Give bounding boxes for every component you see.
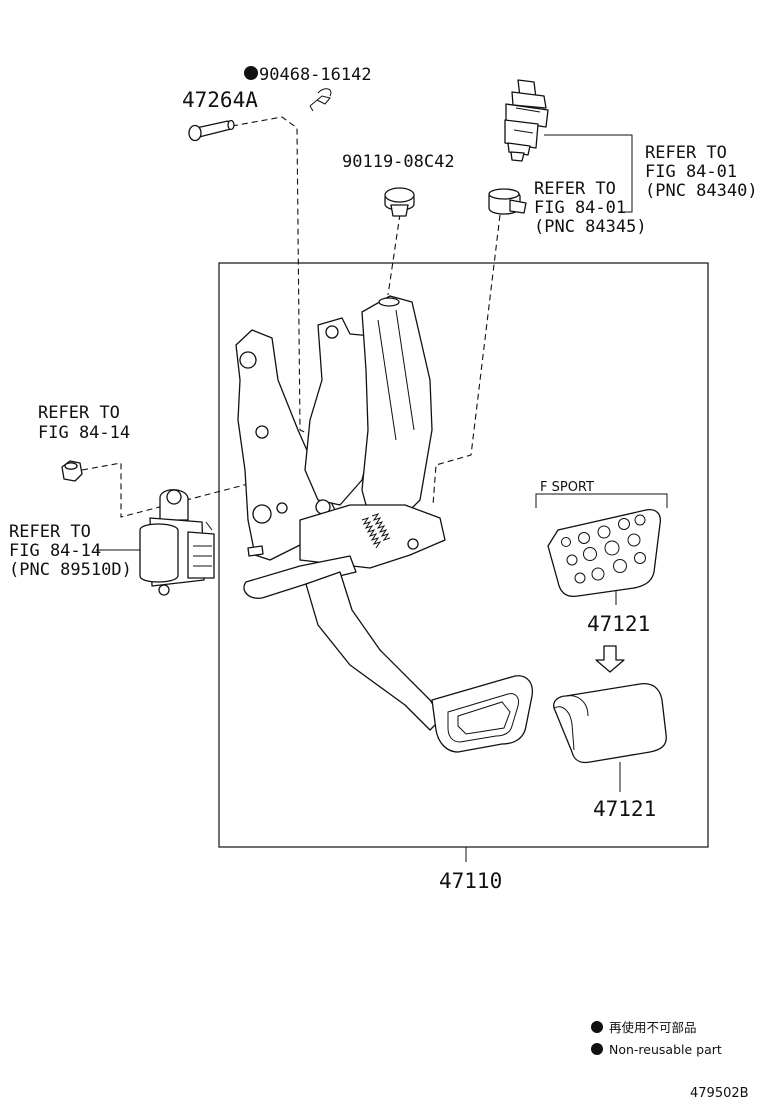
sensor-ref-line3: (PNC 89510D) [9, 560, 132, 580]
pin-part-number: 47264A [182, 88, 258, 112]
switch-ref-line2: FIG 84-01 [645, 162, 737, 182]
legend-marker-en [591, 1043, 603, 1055]
brake-pedal-bracket [235, 295, 534, 753]
stop-lamp-switch [504, 79, 549, 162]
pedal-stroke-sensor [139, 489, 215, 596]
cushion-ref-line2: FIG 84-01 [534, 198, 626, 218]
cushion-ref-line3: (PNC 84345) [534, 217, 647, 237]
standard-pad-part-number: 47121 [593, 797, 656, 821]
legend-marker-jp [591, 1021, 603, 1033]
f-sport-label: F SPORT [540, 480, 594, 495]
sport-pad-part-number: 47121 [587, 612, 650, 636]
nut-ref-line1: REFER TO [38, 403, 120, 423]
switch-cushion [488, 188, 527, 215]
assembly-frame [218, 262, 709, 848]
bushing-part-number: 90119-08C42 [342, 152, 455, 172]
replacement-arrow-icon [595, 645, 625, 673]
nut-ref-line2: FIG 84-14 [38, 423, 130, 443]
clip-nonreusable-marker [244, 66, 258, 80]
f-sport-bracket [535, 493, 668, 508]
sensor-ref-line1: REFER TO [9, 522, 91, 542]
cushion-ref-line1: REFER TO [534, 179, 616, 199]
pedal-bushing [384, 187, 415, 217]
cushion-install-line [432, 214, 501, 506]
retaining-clip [309, 88, 332, 112]
sensor-ref-line2: FIG 84-14 [9, 541, 101, 561]
sport-pedal-pad [547, 508, 662, 598]
sensor-nut [61, 460, 83, 482]
switch-leader [544, 134, 633, 213]
clevis-pin [188, 119, 235, 142]
bushing-install-line [387, 213, 401, 296]
figure-code: 479502B [690, 1086, 749, 1101]
switch-ref-line1: REFER TO [645, 143, 727, 163]
legend-en-text: Non-reusable part [609, 1042, 722, 1057]
legend-jp-text: 再使用不可部品 [609, 1020, 697, 1035]
clip-part-number: 90468-16142 [259, 65, 372, 85]
assembly-part-number: 47110 [439, 869, 502, 893]
standard-pedal-pad [553, 682, 667, 764]
switch-ref-line3: (PNC 84340) [645, 181, 758, 201]
pin-install-line [231, 116, 319, 439]
